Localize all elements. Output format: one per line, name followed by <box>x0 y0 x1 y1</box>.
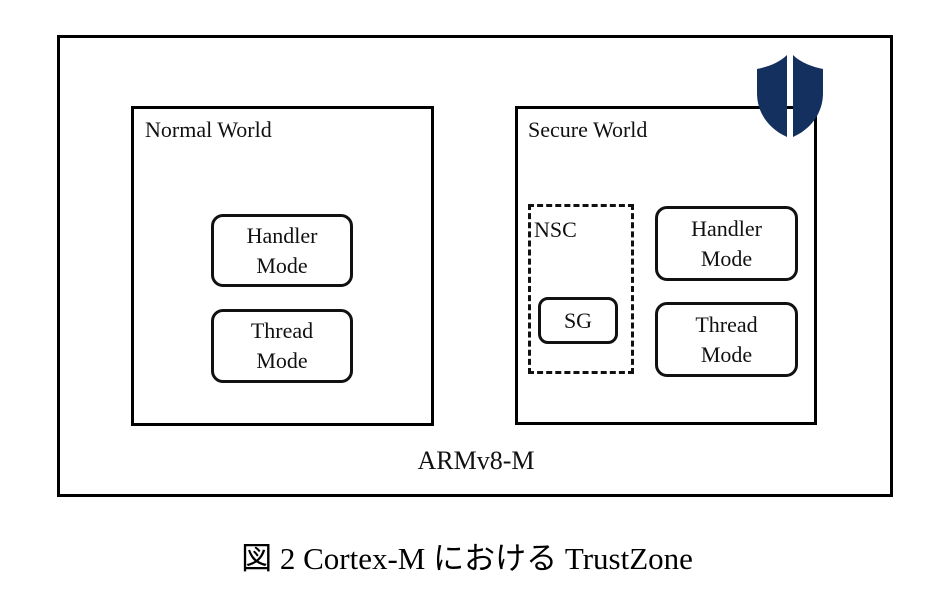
normal-handler-mode-line2: Mode <box>256 252 308 278</box>
armv8m-container <box>57 35 893 497</box>
normal-world-label: Normal World <box>145 117 272 142</box>
secure-handler-mode-line1: Handler <box>691 215 762 241</box>
secure-world-label: Secure World <box>528 117 648 142</box>
figure-caption: 図 2 Cortex-M における TrustZone <box>241 541 693 576</box>
normal-thread-mode-box: Thread Mode <box>211 309 353 383</box>
normal-handler-mode-box: Handler Mode <box>211 214 353 287</box>
shield-left-half <box>757 55 787 137</box>
normal-world-box <box>131 106 434 426</box>
secure-world-box <box>515 106 817 425</box>
normal-handler-mode-line1: Handler <box>246 222 318 248</box>
secure-thread-mode-line1: Thread <box>695 311 758 337</box>
shield-right-half <box>793 55 823 137</box>
sg-box: SG <box>538 297 618 344</box>
architecture-label: ARMv8-M <box>417 446 535 475</box>
normal-thread-mode-line2: Mode <box>256 348 308 373</box>
secure-thread-mode-line2: Mode <box>700 341 753 367</box>
sg-label: SG <box>563 307 593 333</box>
shield-icon <box>757 55 823 137</box>
normal-thread-mode-line1: Thread <box>250 318 314 343</box>
secure-thread-mode-box: Thread Mode <box>655 302 798 377</box>
nsc-label: NSC <box>534 217 577 242</box>
nsc-region-box <box>528 204 634 374</box>
secure-handler-mode-line2: Mode <box>700 245 753 271</box>
secure-handler-mode-box: Handler Mode <box>655 206 798 281</box>
